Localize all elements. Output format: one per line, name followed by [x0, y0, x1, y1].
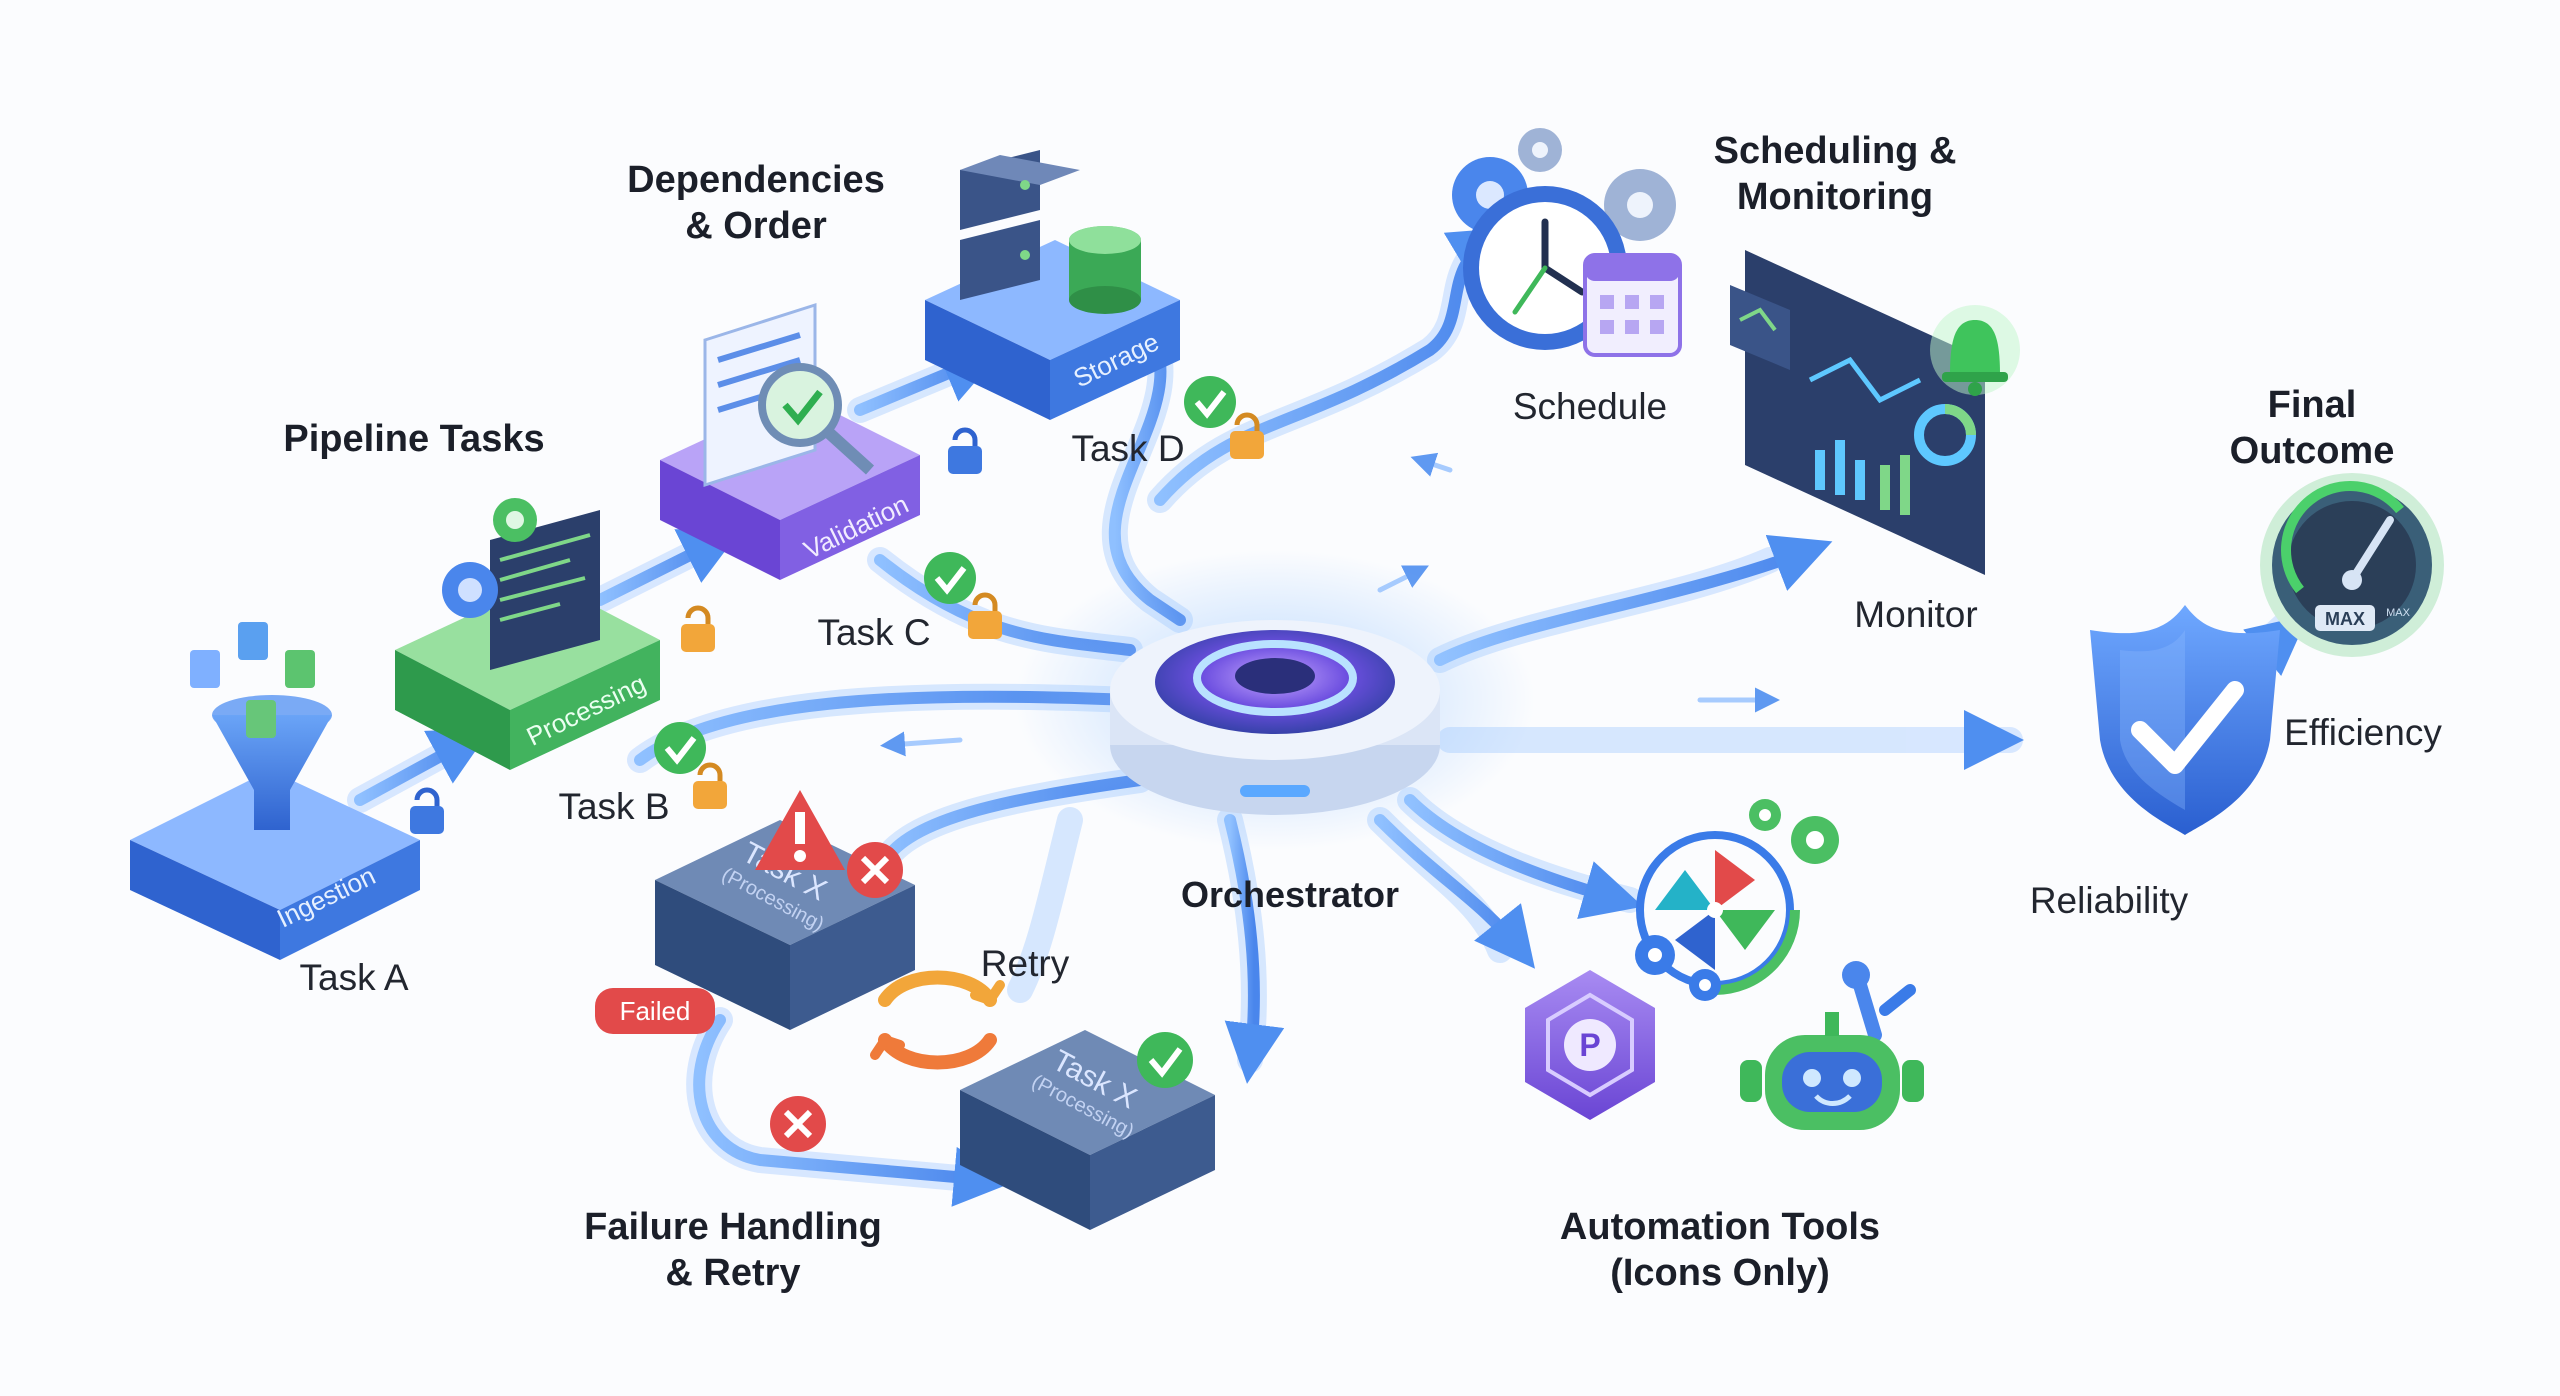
check-icon-retry [1137, 1032, 1193, 1088]
task-b-label: Task B [558, 786, 670, 827]
check-icon-task-c [924, 552, 976, 604]
lock-icon-c2 [968, 592, 1002, 639]
failed-badge-label: Failed [620, 996, 691, 1026]
reliability-label: Reliability [2029, 880, 2189, 921]
gauge-max-label: MAX [2325, 609, 2365, 629]
orchestrator-hub [1015, 550, 1535, 850]
code-window-icon [442, 498, 600, 670]
check-icon-task-d [1184, 376, 1236, 428]
error-icon-top [847, 842, 903, 898]
heading-failure: Failure Handling & Retry [584, 1206, 882, 1294]
lock-icon-a [410, 787, 444, 834]
robot-icon [1740, 961, 1924, 1130]
funnel-icon [190, 622, 332, 830]
task-x-block-retry: Task X (Processing) [960, 1030, 1215, 1230]
efficiency-label: Efficiency [2284, 712, 2442, 753]
lock-icon-d1 [948, 427, 982, 474]
lock-icon-d2 [1230, 412, 1264, 459]
lock-icon-b [693, 762, 727, 809]
failed-badge: Failed [595, 988, 715, 1034]
calendar-icon [1583, 253, 1682, 357]
monitor-dashboard-icon [1730, 250, 1985, 575]
p-icon-letter: P [1579, 1027, 1600, 1063]
heading-dependencies: Dependencies & Order [627, 159, 885, 247]
lock-icon-c1 [681, 605, 715, 652]
clock-gear-icon [1452, 128, 1676, 350]
task-d-label: Task D [1071, 428, 1185, 469]
retry-label: Retry [980, 943, 1070, 984]
lock-icons [410, 412, 1264, 834]
check-badges [654, 376, 1236, 774]
heading-orchestrator: Orchestrator [1180, 874, 1400, 915]
heading-final-outcome: Final Outcome [2229, 384, 2395, 472]
server-stack-icon [960, 150, 1141, 314]
document-magnifier-icon [703, 302, 875, 488]
speedometer-icon: MAX MAX [2260, 473, 2444, 657]
task-c-label: Task C [817, 612, 931, 653]
retry-cycle-icon [870, 970, 1005, 1070]
schedule-label: Schedule [1512, 386, 1668, 427]
heading-automation: Automation Tools (Icons Only) [1559, 1206, 1881, 1294]
error-icon-bottom [770, 1096, 826, 1152]
hexagon-p-icon: P [1525, 970, 1655, 1120]
shield-check-icon [2090, 605, 2280, 835]
warning-icon [755, 790, 845, 870]
bell-icon [1930, 305, 2020, 396]
check-icon-task-b [654, 722, 706, 774]
heading-pipeline-tasks: Pipeline Tasks [283, 418, 545, 460]
pinwheel-gear-icon [1635, 799, 1839, 1001]
task-a-label: Task A [299, 957, 409, 998]
gauge-max-small-label: MAX [2386, 607, 2411, 619]
monitor-label: Monitor [1854, 594, 1978, 635]
heading-scheduling: Scheduling & Monitoring [1713, 130, 1957, 218]
